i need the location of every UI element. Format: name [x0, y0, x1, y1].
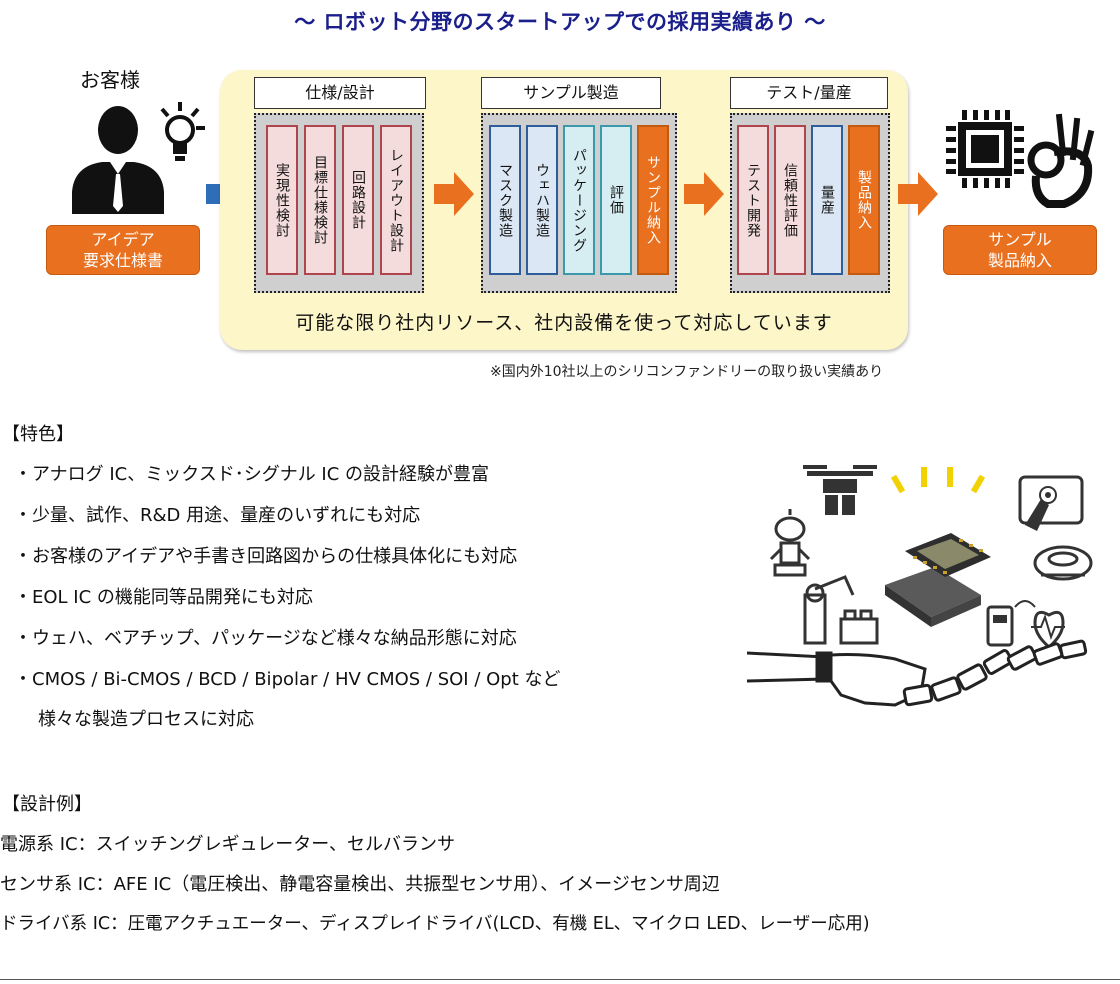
arrow-right-icon	[684, 172, 724, 216]
arrow-right-icon	[898, 172, 938, 216]
health-monitor-icon	[986, 600, 1065, 649]
flow-caption: 可能な限り社内リソース、社内設備を使って対応しています	[295, 312, 833, 334]
feature-item: ・ウェハ、ベアチップ、パッケージなど様々な納品形態に対応	[14, 628, 517, 649]
step-product-delivery: 製品納入	[848, 125, 880, 275]
design-examples-title: 【設計例】	[2, 794, 92, 815]
lightbulb-icon	[160, 102, 205, 161]
robot-hand-icon	[746, 639, 1088, 707]
stage-mass-production: テスト開発 信頼性評価 量産 製品納入	[730, 113, 890, 293]
delivery-line2: 製品納入	[987, 251, 1052, 270]
stage-title-design: 仕様/設計	[254, 77, 426, 109]
design-example-item: センサ系 IC：AFE IC（電圧検出、静電容量検出、共振型センサ用）、イメージ…	[0, 874, 720, 895]
step-target-spec: 目標仕様検討	[304, 125, 336, 275]
delivery-box: サンプル 製品納入	[943, 225, 1097, 275]
design-example-item: ドライバ系 IC：圧電アクチュエーター、ディスプレイドライバ(LCD、有機 EL…	[0, 914, 870, 934]
touch-panel-icon	[1018, 475, 1084, 531]
requirements-line1: アイデア	[91, 230, 155, 249]
step-wafer: ウェハ製造	[526, 125, 558, 275]
customer-label: お客様	[80, 68, 140, 92]
stage-title-mass-production: テスト/量産	[730, 77, 888, 109]
chip-icon	[946, 110, 1024, 188]
step-mass-production: 量産	[811, 125, 843, 275]
stage-design: 実現性検討 目標仕様検討 回路設計 レイアウト設計	[254, 113, 424, 293]
step-sample-delivery: サンプル納入	[637, 125, 669, 275]
ic-chip-icon	[885, 533, 991, 627]
step-circuit-design: 回路設計	[342, 125, 374, 275]
feature-item: ・お客様のアイデアや手書き回路図からの仕様具体化にも対応	[14, 546, 518, 567]
step-test-development: テスト開発	[737, 125, 769, 275]
step-layout-design: レイアウト設計	[380, 125, 412, 275]
feature-item: ・少量、試作、R&D 用途、量産のいずれにも対応	[14, 505, 421, 526]
delivery-line1: サンプル	[988, 230, 1052, 249]
robot-icon	[769, 509, 811, 577]
step-packaging: パッケージング	[563, 125, 595, 275]
robot-vacuum-icon	[1033, 545, 1093, 581]
headline: ～ ロボット分野のスタートアップでの採用実績あり ～	[294, 10, 826, 34]
requirements-box: アイデア 要求仕様書	[46, 225, 200, 275]
requirements-line2: 要求仕様書	[82, 251, 163, 270]
feature-item: ・アナログ IC、ミックスド･シグナル IC の設計経験が豊富	[14, 464, 490, 485]
arrow-right-icon	[434, 172, 474, 216]
feature-item: ・EOL IC の機能同等品開発にも対応	[14, 587, 313, 608]
stage-title-sample: サンプル製造	[481, 77, 661, 109]
step-mask: マスク製造	[489, 125, 521, 275]
step-evaluation: 評価	[600, 125, 632, 275]
features-title: 【特色】	[2, 424, 74, 445]
step-feasibility: 実現性検討	[266, 125, 298, 275]
drone-icon	[803, 465, 877, 515]
person-icon	[72, 106, 164, 214]
foundry-note: ※国内外10社以上のシリコンファンドリーの取り扱い実績あり	[490, 364, 884, 380]
feature-item: 様々な製造プロセスに対応	[38, 709, 254, 730]
bottom-divider	[0, 979, 1120, 980]
feature-item: ・CMOS / Bi-CMOS / BCD / Bipolar / HV CMO…	[14, 669, 561, 690]
ok-hand-icon	[1027, 113, 1095, 208]
stage-sample: マスク製造 ウェハ製造 パッケージング 評価 サンプル納入	[481, 113, 677, 293]
step-reliability: 信頼性評価	[774, 125, 806, 275]
robotics-illustration	[746, 465, 1093, 707]
design-example-item: 電源系 IC：スイッチングレギュレーター、セルバランサ	[0, 834, 456, 855]
robot-arm-icon	[803, 575, 879, 645]
